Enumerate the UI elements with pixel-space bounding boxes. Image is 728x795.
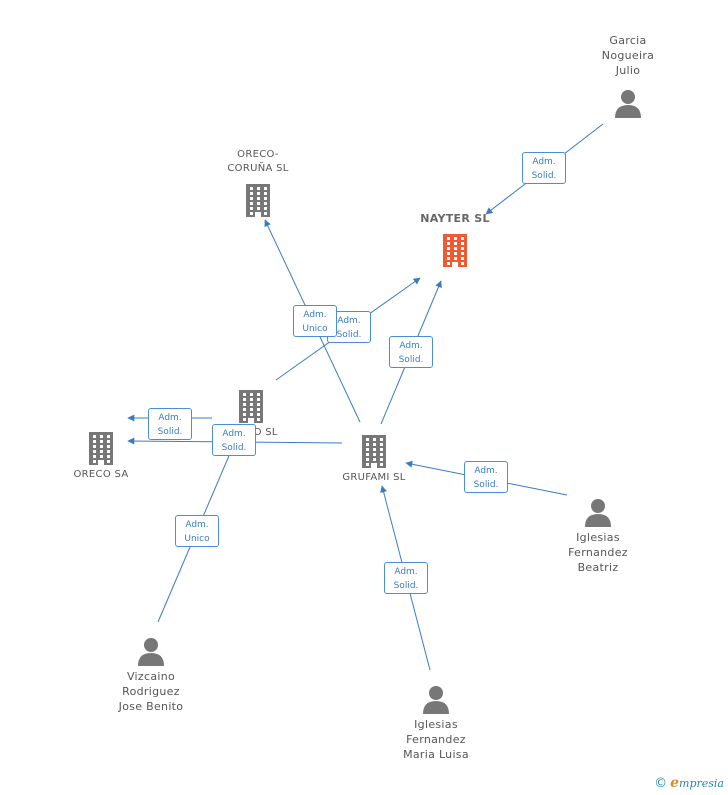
person-icon <box>583 497 613 531</box>
node-label: NAYTER SL <box>420 212 490 225</box>
copyright-icon: © <box>654 776 668 791</box>
building-icon <box>359 434 389 472</box>
edge-badge[interactable]: Adm. Solid. <box>384 562 428 594</box>
person-icon <box>421 684 451 718</box>
node-label: ORECO- CORUÑA SL <box>227 149 289 174</box>
person-icon <box>613 88 643 122</box>
building-icon <box>243 183 273 221</box>
edge-badge[interactable]: Adm. Solid. <box>389 336 433 368</box>
node-label: Iglesias Fernandez Maria Luisa <box>403 718 469 761</box>
building-icon <box>236 389 266 427</box>
building-icon <box>440 233 470 271</box>
building-icon <box>86 431 116 469</box>
edge-badge[interactable]: Adm. Solid. <box>212 424 256 456</box>
edge-badge[interactable]: Adm. Solid. <box>464 461 508 493</box>
person-icon <box>136 636 166 670</box>
edge-badge[interactable]: Adm. Solid. <box>148 408 192 440</box>
edge-badge[interactable]: Adm. Solid. <box>522 152 566 184</box>
empresia-logo: ©empresia <box>654 775 724 791</box>
node-label: Vizcaino Rodriguez Jose Benito <box>118 670 184 713</box>
node-label: Garcia Nogueira Julio <box>601 34 655 77</box>
edge-badge[interactable]: Adm. Unico <box>293 305 337 337</box>
node-label: Iglesias Fernandez Beatriz <box>568 531 628 574</box>
node-label: ORECO SA <box>73 469 129 480</box>
edge-badge[interactable]: Adm. Unico <box>175 515 219 547</box>
node-label: GRUFAMI SL <box>342 472 406 483</box>
